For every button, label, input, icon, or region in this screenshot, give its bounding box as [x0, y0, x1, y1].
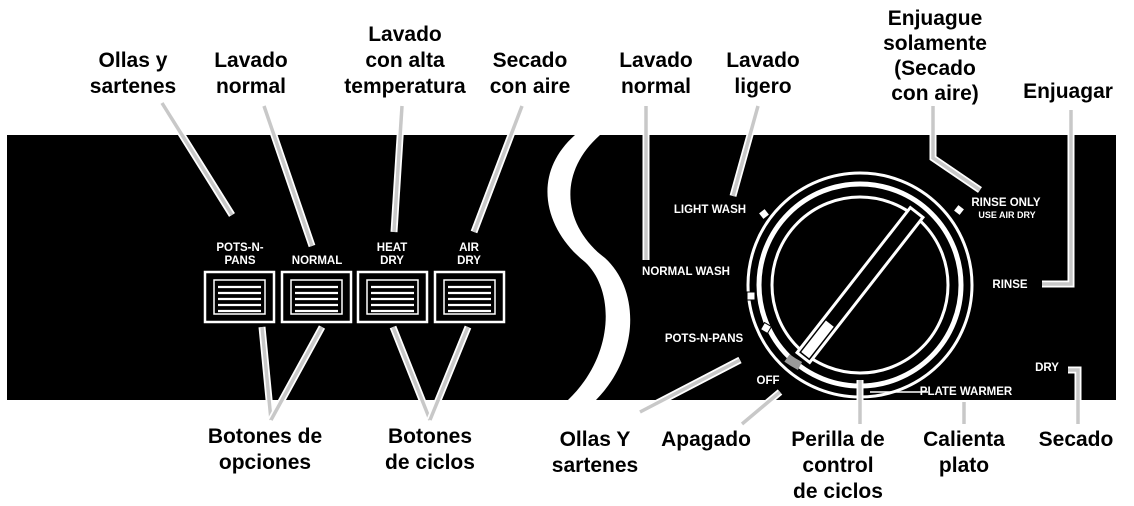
- callout-botones-opciones-2: opciones: [219, 451, 311, 474]
- callout-enjuague-solamente-3: (Secado: [894, 57, 976, 80]
- dial-label-use-air-dry: USE AIR DRY: [978, 210, 1035, 220]
- callout-perilla-2: control: [802, 454, 873, 477]
- dial-label-rinse-only: RINSE ONLY: [971, 197, 1041, 209]
- callout-secado-con-aire-1: Secado: [493, 49, 568, 72]
- callout-lavado-ligero-2: ligero: [734, 75, 791, 98]
- leader-lines: [159, 101, 1082, 427]
- dial-label-dry: DRY: [1035, 362, 1059, 374]
- button-heat-dry[interactable]: [356, 270, 429, 324]
- callout-enjuague-solamente-2: solamente: [883, 32, 987, 55]
- callout-perilla-1: Perilla de: [791, 428, 884, 451]
- dial-label-pots-n-pans: POTS-N-PANS: [665, 333, 744, 345]
- callout-lavado-normal-1b: normal: [216, 75, 286, 98]
- button-air-dry[interactable]: [433, 270, 506, 324]
- dial-label-light-wash: LIGHT WASH: [674, 204, 746, 216]
- button-label-air-dry-line1: AIR: [459, 242, 480, 254]
- callout-secado: Secado: [1039, 428, 1114, 451]
- dial-label-off: OFF: [757, 375, 780, 387]
- callout-lavado-normal-2a: Lavado: [619, 49, 693, 72]
- callout-apagado: Apagado: [661, 428, 751, 451]
- dial-label-normal-wash: NORMAL WASH: [642, 266, 730, 278]
- callout-lavado-alta-temp-1: Lavado: [368, 23, 442, 46]
- button-label-heat-dry-line1: HEAT: [377, 242, 407, 254]
- callout-lavado-alta-temp-2: con alta: [365, 49, 445, 72]
- button-label-pots-n-pans-line1: POTS-N-: [216, 242, 263, 254]
- callout-botones-ciclos-2: de ciclos: [385, 451, 475, 474]
- panel-separator: [547, 135, 631, 400]
- callout-lavado-normal-1a: Lavado: [214, 49, 288, 72]
- callout-lavado-alta-temp-3: temperatura: [344, 75, 466, 98]
- button-label-air-dry-line2: DRY: [457, 255, 481, 267]
- callout-enjuagar: Enjuagar: [1023, 80, 1113, 103]
- button-label-pots-n-pans-line2: PANS: [224, 255, 255, 267]
- button-label-heat-dry-line2: DRY: [380, 255, 404, 267]
- callout-ollas-y-sartenes-b2: sartenes: [552, 454, 638, 477]
- callout-lavado-ligero-1: Lavado: [726, 49, 800, 72]
- button-normal[interactable]: [280, 270, 353, 324]
- callout-secado-con-aire-2: con aire: [490, 75, 571, 98]
- callout-botones-ciclos-1: Botones: [388, 425, 472, 448]
- callout-calienta-plato-2: plato: [939, 454, 989, 477]
- dial-pointer: [794, 205, 926, 365]
- button-pots-n-pans[interactable]: [203, 270, 276, 324]
- button-label-normal: NORMAL: [292, 255, 342, 267]
- callout-ollas-y-sartenes-1: Ollas y: [99, 49, 168, 72]
- callout-ollas-y-sartenes-b1: Ollas Y: [560, 428, 631, 451]
- callout-calienta-plato-1: Calienta: [923, 428, 1005, 451]
- callout-lavado-normal-2b: normal: [621, 75, 691, 98]
- callout-enjuague-solamente-4: con aire): [891, 82, 979, 105]
- cycle-control-dial[interactable]: [746, 171, 974, 399]
- dial-label-plate-warmer: PLATE WARMER: [920, 386, 1013, 398]
- dial-label-rinse: RINSE: [992, 279, 1027, 291]
- callout-botones-opciones-1: Botones de: [208, 425, 322, 448]
- callout-enjuague-solamente-1: Enjuague: [888, 7, 983, 30]
- callout-perilla-3: de ciclos: [793, 480, 883, 503]
- callout-ollas-y-sartenes-2: sartenes: [90, 75, 176, 98]
